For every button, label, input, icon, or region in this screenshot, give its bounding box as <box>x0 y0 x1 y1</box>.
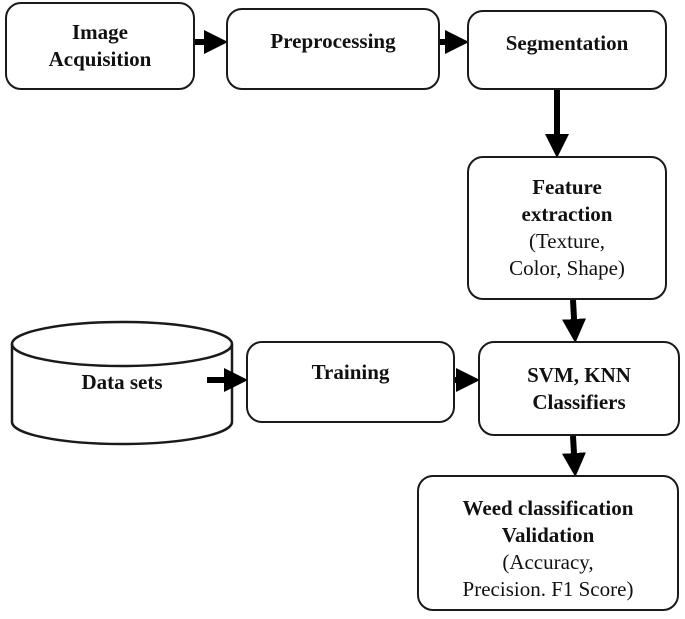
validation-sub-1: (Accuracy, <box>502 550 594 574</box>
data-sets-label: Data sets <box>81 370 163 394</box>
feature-extraction-sub-2: Color, Shape) <box>509 256 625 280</box>
image-acquisition-line-1: Image <box>72 20 128 44</box>
classifiers-line-1: SVM, KNN <box>527 362 631 387</box>
arrow-classifiers-to-validation <box>561 435 586 477</box>
feature-extraction-node: Feature extraction (Texture, Color, Shap… <box>467 156 667 300</box>
training-node: Training <box>246 341 455 423</box>
validation-line-2: Validation <box>501 523 595 547</box>
preprocessing-label: Preprocessing <box>270 29 396 53</box>
validation-sub-2: Precision. F1 Score) <box>462 577 634 601</box>
classifiers-node: SVM, KNN Classifiers <box>478 341 680 436</box>
arrow-feature-to-classifiers <box>562 299 587 343</box>
feature-extraction-sub-1: (Texture, <box>528 229 606 253</box>
validation-line-1: Weed classification <box>462 496 634 520</box>
training-label: Training <box>311 360 390 384</box>
validation-node: Weed classification Validation (Accuracy… <box>417 475 679 611</box>
feature-extraction-line-1: Feature <box>532 175 602 199</box>
data-sets-cylinder <box>10 320 234 446</box>
segmentation-label: Segmentation <box>505 31 629 55</box>
classifiers-line-2: Classifiers <box>532 389 626 414</box>
preprocessing-node: Preprocessing <box>226 8 440 90</box>
image-acquisition-node: Image Acquisition <box>5 2 195 90</box>
feature-extraction-line-2: extraction <box>521 202 613 226</box>
segmentation-node: Segmentation <box>467 10 667 90</box>
image-acquisition-line-2: Acquisition <box>48 47 152 71</box>
